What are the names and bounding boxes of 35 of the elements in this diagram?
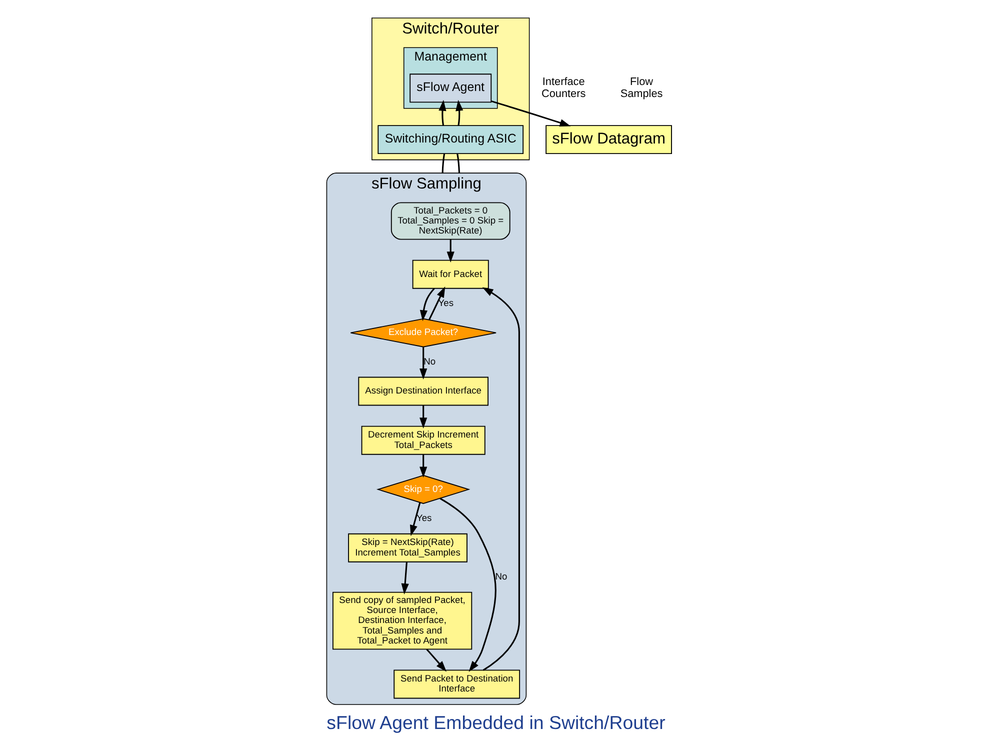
edge-label: Yes (438, 298, 454, 308)
node-box: sFlow Agent (410, 74, 492, 103)
arrow (420, 454, 428, 478)
diagram-title: sFlow Agent Embedded in Switch/Router (326, 712, 666, 733)
connector (442, 154, 446, 174)
arrow (426, 648, 447, 672)
node-box: Send Packet to Destination Interface (394, 670, 520, 699)
edge-label: No (424, 356, 436, 366)
arrow (438, 100, 446, 126)
node-diamond: Skip = 0? (376, 474, 470, 504)
node-box: Total_Packets = 0 Total_Samples = 0 Skip = NextSkip(Rate) (390, 202, 510, 240)
arrow (401, 562, 409, 594)
arrow (410, 502, 421, 536)
node-box: Switching/Routing ASIC (378, 125, 524, 154)
node-box: Assign Destination Interface (358, 376, 488, 406)
arrow (420, 347, 428, 380)
arrow (440, 498, 496, 672)
arrow (456, 100, 464, 126)
arrow (446, 239, 454, 263)
label: Interface Counters (541, 76, 586, 100)
edge-label: Yes (416, 513, 432, 524)
arrow (420, 406, 428, 429)
arrow (482, 287, 520, 671)
edge-label: No (495, 572, 508, 582)
node-box: Wait for Packet (412, 260, 489, 289)
node-box: Decrement Skip Increment Total_Packets (361, 426, 486, 455)
arrow (491, 100, 571, 126)
arrow (420, 288, 435, 322)
node-box: Skip = NextSkip(Rate) Increment Total_Samples (348, 533, 468, 562)
label: Flow Samples (620, 76, 663, 100)
node-box: sFlow Datagram (546, 125, 672, 154)
arrow (428, 286, 446, 320)
connector (456, 154, 460, 174)
node-diamond: Exclude Packet? (350, 318, 496, 348)
node-box: Send copy of sampled Packet, Source Interface, Destination Interface, Total_Samples and Total_Packet to Agent (332, 592, 472, 650)
